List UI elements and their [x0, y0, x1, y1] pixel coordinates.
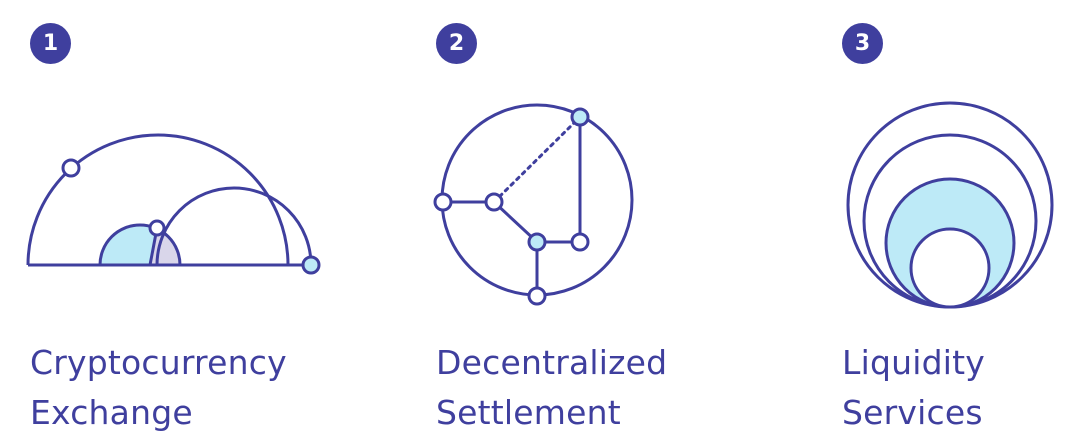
feature-title-line1: Liquidity [842, 343, 985, 382]
node-dot [570, 107, 590, 127]
node-dot [570, 232, 590, 252]
node-dot [433, 192, 453, 212]
feature-title-line1: Cryptocurrency [30, 343, 287, 382]
nested-circles-icon [846, 101, 1054, 309]
step-number-badge: 1 [30, 23, 71, 64]
feature-title: Decentralized Settlement [436, 338, 667, 438]
feature-title-line2: Exchange [30, 393, 193, 432]
node-dot [527, 232, 547, 252]
node-dot [301, 255, 321, 275]
node-dot [527, 286, 547, 306]
node-dot [61, 158, 81, 178]
feature-cryptocurrency-exchange: 1 Cryptocurrency Exchange [0, 0, 321, 448]
overlapping-half-circles-icon [26, 133, 321, 275]
feature-decentralized-settlement: 2 Decentralized Settlement [400, 0, 700, 448]
node-network-circle-icon [433, 103, 634, 306]
node-dot [148, 219, 166, 237]
node-dot [484, 192, 504, 212]
feature-title-line2: Settlement [436, 393, 621, 432]
feature-title: Liquidity Services [842, 338, 985, 438]
feature-title: Cryptocurrency Exchange [30, 338, 287, 438]
step-number-badge: 3 [842, 23, 883, 64]
step-number-badge: 2 [436, 23, 477, 64]
feature-liquidity-services: 3 Liquidity Services [800, 0, 1090, 448]
feature-title-line2: Services [842, 393, 983, 432]
feature-title-line1: Decentralized [436, 343, 668, 382]
